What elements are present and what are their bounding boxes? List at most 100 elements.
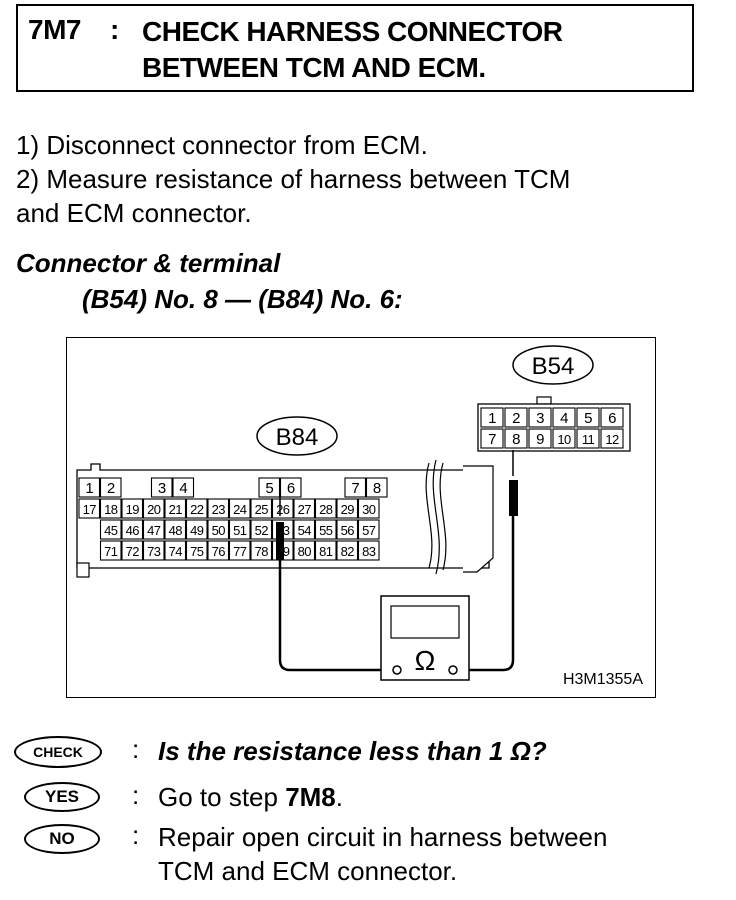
no-action-line1: Repair open circuit in harness between	[158, 822, 608, 852]
b84-terminal-28: 28	[314, 498, 337, 519]
svg-text:26: 26	[276, 502, 290, 517]
svg-text:23: 23	[212, 502, 226, 517]
step-title-line1: CHECK HARNESS CONNECTOR	[142, 16, 563, 47]
svg-text:50: 50	[212, 523, 226, 538]
step-title: CHECK HARNESS CONNECTOR BETWEEN TCM AND …	[142, 14, 563, 86]
b84-terminal-83: 83	[357, 540, 380, 561]
figure-code: H3M1355A	[563, 671, 643, 688]
b54-test-lead	[457, 516, 515, 672]
b84-terminal-45: 45	[99, 519, 122, 540]
b84-terminal-19: 19	[121, 498, 144, 519]
b84-terminal-6: 6	[279, 477, 302, 498]
b84-terminal-50: 50	[207, 519, 230, 540]
svg-text:51: 51	[233, 523, 247, 538]
svg-text:1: 1	[488, 410, 496, 427]
ohmmeter: Ω	[380, 595, 470, 681]
svg-text:81: 81	[319, 544, 333, 559]
b84-terminal-26: 26	[271, 498, 294, 519]
svg-text:29: 29	[341, 502, 355, 517]
svg-text:1: 1	[85, 480, 93, 497]
svg-text:8: 8	[512, 431, 520, 448]
svg-text:73: 73	[147, 544, 161, 559]
yes-badge-label: YES	[44, 787, 80, 806]
b84-terminal-49: 49	[185, 519, 208, 540]
b84-terminal-46: 46	[121, 519, 144, 540]
b84-terminal-30: 30	[357, 498, 380, 519]
b54-terminal-11: 11	[576, 428, 600, 449]
svg-text:7: 7	[351, 480, 359, 497]
b84-terminal-80: 80	[293, 540, 316, 561]
svg-text:72: 72	[126, 544, 140, 559]
b84-terminal-20: 20	[142, 498, 165, 519]
b84-terminal-56: 56	[336, 519, 359, 540]
b84-terminal-75: 75	[185, 540, 208, 561]
step-separator: :	[110, 14, 120, 45]
b84-terminal-77: 77	[228, 540, 251, 561]
b54-terminal-9: 9	[528, 428, 552, 449]
yes-action-suffix: .	[335, 782, 343, 812]
svg-text:11: 11	[582, 432, 595, 447]
svg-text:3: 3	[158, 480, 166, 497]
b84-terminal-71: 71	[99, 540, 122, 561]
svg-text:55: 55	[319, 523, 333, 538]
svg-text:21: 21	[169, 502, 183, 517]
svg-text:5: 5	[265, 480, 273, 497]
b54-terminal-1: 1	[480, 407, 504, 428]
b84-terminal-73: 73	[142, 540, 165, 561]
b84-terminal-81: 81	[314, 540, 337, 561]
harness-break-line-1	[425, 462, 433, 569]
svg-text:83: 83	[362, 544, 376, 559]
b84-terminal-55: 55	[314, 519, 337, 540]
yes-action-prefix: Go to step	[158, 782, 286, 812]
b84-terminal-17: 17	[78, 498, 101, 519]
svg-text:9: 9	[536, 431, 544, 448]
svg-text:17: 17	[83, 502, 97, 517]
step-title-line2: BETWEEN TCM AND ECM.	[142, 52, 486, 83]
check-colon: :	[132, 734, 140, 764]
svg-text:5: 5	[584, 410, 592, 427]
b54-terminal-7: 7	[480, 428, 504, 449]
b54-terminal-3: 3	[528, 407, 552, 428]
step-number: 7M7	[28, 14, 81, 45]
svg-text:8: 8	[373, 480, 381, 497]
b84-terminal-22: 22	[185, 498, 208, 519]
svg-text:2: 2	[512, 410, 520, 427]
svg-text:28: 28	[319, 502, 333, 517]
b84-terminal-7: 7	[344, 477, 367, 498]
svg-text:22: 22	[190, 502, 204, 517]
svg-text:56: 56	[341, 523, 355, 538]
svg-text:25: 25	[255, 502, 269, 517]
check-badge: CHECK	[14, 736, 102, 768]
b84-terminal-82: 82	[336, 540, 359, 561]
b54-label: B54	[532, 353, 575, 380]
svg-text:30: 30	[362, 502, 376, 517]
svg-text:19: 19	[126, 502, 140, 517]
instructions: 1) Disconnect connector from ECM. 2) Mea…	[16, 128, 706, 230]
b84-terminal-1: 1	[78, 477, 101, 498]
harness-break-line-2	[432, 459, 440, 575]
b84-terminal-78: 78	[250, 540, 273, 561]
b84-terminal-47: 47	[142, 519, 165, 540]
yes-action: Go to step 7M8.	[158, 780, 718, 814]
svg-text:12: 12	[605, 432, 619, 447]
b84-terminal-24: 24	[228, 498, 251, 519]
svg-text:77: 77	[233, 544, 247, 559]
svg-text:54: 54	[298, 523, 312, 538]
svg-text:80: 80	[298, 544, 312, 559]
ohmmeter-terminal-right	[448, 665, 458, 675]
ohmmeter-terminal-left	[392, 665, 402, 675]
connector-terminals: (B54) No. 8 — (B84) No. 6:	[82, 284, 403, 314]
svg-text:27: 27	[298, 502, 312, 517]
b84-terminal-23: 23	[207, 498, 230, 519]
step-header-box: 7M7 : CHECK HARNESS CONNECTOR BETWEEN TC…	[16, 4, 694, 92]
ecm-housing-stub	[463, 465, 494, 573]
instruction-step-2-line1: 2) Measure resistance of harness between…	[16, 164, 571, 194]
b84-terminal-57: 57	[357, 519, 380, 540]
svg-text:57: 57	[362, 523, 376, 538]
svg-text:6: 6	[608, 410, 616, 427]
b84-terminal-21: 21	[164, 498, 187, 519]
b84-terminal-18: 18	[99, 498, 122, 519]
b54-terminal-6: 6	[600, 407, 624, 428]
